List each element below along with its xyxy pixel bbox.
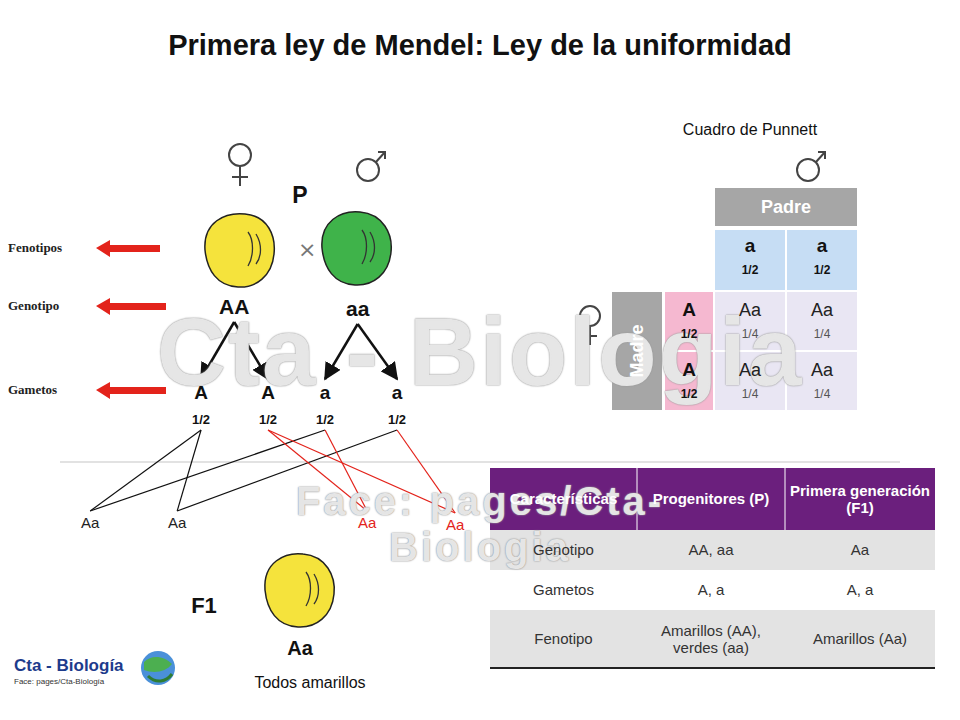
note-text: Todos amarillos	[210, 671, 410, 695]
table-cell: A, a	[637, 570, 785, 610]
generation-label: P	[283, 181, 317, 209]
allele-node: a 1/2	[312, 381, 338, 428]
cross-line	[90, 430, 325, 511]
probability-text: 1/2	[259, 412, 277, 427]
allele-text: Aa	[81, 514, 99, 531]
watermark: Face: pages/Cta-Biologia	[250, 468, 710, 580]
logo-subtext: Face: pages/Cta-Biología	[14, 676, 154, 688]
genotype-cell: Aa	[787, 356, 857, 384]
genotype-label: Aa	[270, 635, 330, 661]
allele-text: aa	[346, 297, 369, 321]
cross-line	[90, 430, 201, 511]
table-header: Progenitores (P)	[639, 470, 783, 528]
allele-text: Aa	[446, 516, 464, 533]
allele-text: A	[259, 382, 277, 404]
cross-line	[177, 430, 201, 511]
probability-text: 1/4	[715, 384, 785, 406]
table-cell: Amarillos (AA), verdes (aa)	[639, 610, 783, 668]
watermark: Cta - Biologia	[40, 292, 920, 412]
logo-globe	[141, 651, 175, 685]
table-cell: A, a	[785, 570, 935, 610]
probability-text: 1/2	[388, 412, 406, 427]
table-cell: Fenotipo	[490, 610, 637, 668]
probability-text: 1/2	[316, 412, 334, 427]
table-cell: Amarillos (Aa)	[785, 610, 935, 668]
pointer-arrows	[96, 240, 166, 399]
table-title: Cuadro de Punnett	[655, 118, 845, 142]
table-header: Características	[492, 470, 635, 528]
allele-cell: a	[787, 232, 857, 260]
allele-node: AA	[215, 294, 253, 320]
allele-cell: A	[665, 356, 713, 384]
row-label: Fenotipos	[8, 239, 94, 257]
allele-node: Aa	[77, 513, 103, 532]
table-cell: Genotipo	[490, 530, 637, 570]
logo-text: Cta - Biología	[14, 655, 144, 677]
allele-node: A 1/2	[188, 381, 214, 428]
probability-text: 1/4	[787, 384, 857, 406]
generation-label: F1	[182, 591, 226, 621]
table-cell: Aa	[785, 530, 935, 570]
allele-cell: A	[665, 296, 713, 324]
diagram-title: Primera ley de Mendel: Ley de la uniform…	[20, 26, 940, 66]
allele-text: A	[192, 382, 210, 404]
table-header: Madre	[625, 281, 649, 421]
row-label: Gametos	[8, 381, 94, 399]
probability-text: 1/2	[715, 260, 785, 282]
probability-text: 1/2	[665, 324, 713, 346]
pea-drawings: ×	[205, 212, 391, 627]
probability-text: 1/4	[715, 324, 785, 346]
allele-text: Aa	[358, 514, 376, 531]
allele-node: Aa	[354, 513, 380, 532]
allele-text: Aa	[168, 514, 186, 531]
allele-node: Aa	[164, 513, 190, 532]
probability-text: 1/4	[787, 324, 857, 346]
allele-text: a	[388, 382, 406, 404]
probability-text: 1/2	[665, 384, 713, 406]
allele-node: Aa	[442, 515, 468, 534]
table-header: Padre	[715, 188, 857, 226]
probability-text: 1/2	[192, 412, 210, 427]
allele-node: aa	[342, 296, 373, 322]
genotype-cell: Aa	[715, 296, 785, 324]
cross-sign: ×	[298, 237, 316, 262]
allele-text: AA	[219, 295, 249, 319]
table-cell: AA, aa	[637, 530, 785, 570]
genotype-cell: Aa	[787, 296, 857, 324]
probability-text: 1/2	[787, 260, 857, 282]
allele-cell: a	[715, 232, 785, 260]
genotype-cell: Aa	[715, 356, 785, 384]
allele-node: A 1/2	[255, 381, 281, 428]
table-cell: Gametos	[490, 570, 637, 610]
row-label: Genotipo	[8, 297, 94, 315]
allele-text: a	[316, 382, 334, 404]
table-header: Primera generación (F1)	[787, 470, 933, 528]
allele-node: a 1/2	[384, 381, 410, 428]
